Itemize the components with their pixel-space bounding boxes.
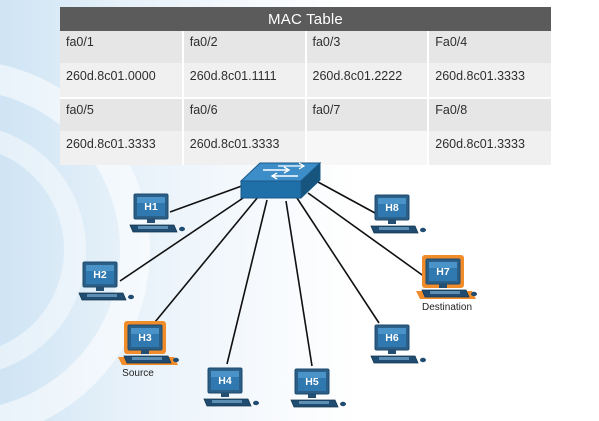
source-caption: Source (122, 368, 154, 379)
mac-cell (304, 131, 429, 165)
table-row: fa0/5 fa0/6 fa0/7 Fa0/8 (60, 99, 551, 131)
mac-cell: 260d.8c01.0000 (60, 63, 183, 97)
host-label: H2 (93, 269, 107, 281)
host-label: H3 (138, 332, 152, 344)
host-h7-icon[interactable]: H7 (416, 255, 477, 299)
switch-icon (239, 161, 322, 200)
port-cell: fa0/1 (60, 31, 183, 63)
host-label: H6 (385, 332, 399, 344)
host-h2-icon[interactable]: H2 (78, 261, 134, 301)
host-h3-icon[interactable]: H3 (118, 321, 179, 365)
link-h8 (317, 181, 376, 214)
mac-cell: 260d.8c01.2222 (304, 63, 429, 97)
table-row: 260d.8c01.0000 260d.8c01.1111 260d.8c01.… (60, 63, 551, 97)
mac-table-title: MAC Table (60, 7, 551, 31)
link-h6 (296, 197, 380, 324)
mac-table: MAC Table fa0/1 fa0/2 fa0/3 Fa0/4 260d.8… (60, 7, 551, 165)
port-cell: fa0/3 (304, 31, 429, 63)
host-label: H8 (385, 202, 399, 214)
link-h4 (226, 199, 268, 365)
port-cell: fa0/7 (304, 99, 429, 131)
link-h5 (285, 200, 313, 367)
link-h3 (154, 196, 259, 323)
port-cell: Fa0/4 (427, 31, 551, 63)
links (119, 181, 426, 367)
table-row: fa0/1 fa0/2 fa0/3 Fa0/4 (60, 31, 551, 63)
port-cell: fa0/5 (60, 99, 183, 131)
host-h5-icon[interactable]: H5 (290, 368, 346, 408)
port-cell: Fa0/8 (427, 99, 551, 131)
mac-cell: 260d.8c01.3333 (60, 131, 183, 165)
host-h6-icon[interactable]: H6 (370, 324, 426, 364)
host-h1-icon[interactable]: H1 (129, 193, 185, 233)
host-h8-icon[interactable]: H8 (370, 194, 426, 234)
host-label: H1 (144, 201, 158, 213)
mac-cell: 260d.8c01.1111 (181, 63, 306, 97)
host-h4-icon[interactable]: H4 (203, 367, 259, 407)
mac-cell: 260d.8c01.3333 (181, 131, 306, 165)
link-h1 (169, 182, 251, 213)
destination-caption: Destination (422, 302, 472, 313)
mac-cell: 260d.8c01.3333 (427, 131, 551, 165)
host-label: H5 (305, 376, 319, 388)
port-cell: fa0/6 (181, 99, 306, 131)
mac-cell: 260d.8c01.3333 (427, 63, 551, 97)
port-cell: fa0/2 (181, 31, 306, 63)
link-h7 (307, 192, 426, 278)
host-label: H7 (436, 266, 450, 278)
table-row: 260d.8c01.3333 260d.8c01.3333 260d.8c01.… (60, 131, 551, 165)
link-h2 (119, 191, 253, 282)
host-label: H4 (218, 375, 232, 387)
